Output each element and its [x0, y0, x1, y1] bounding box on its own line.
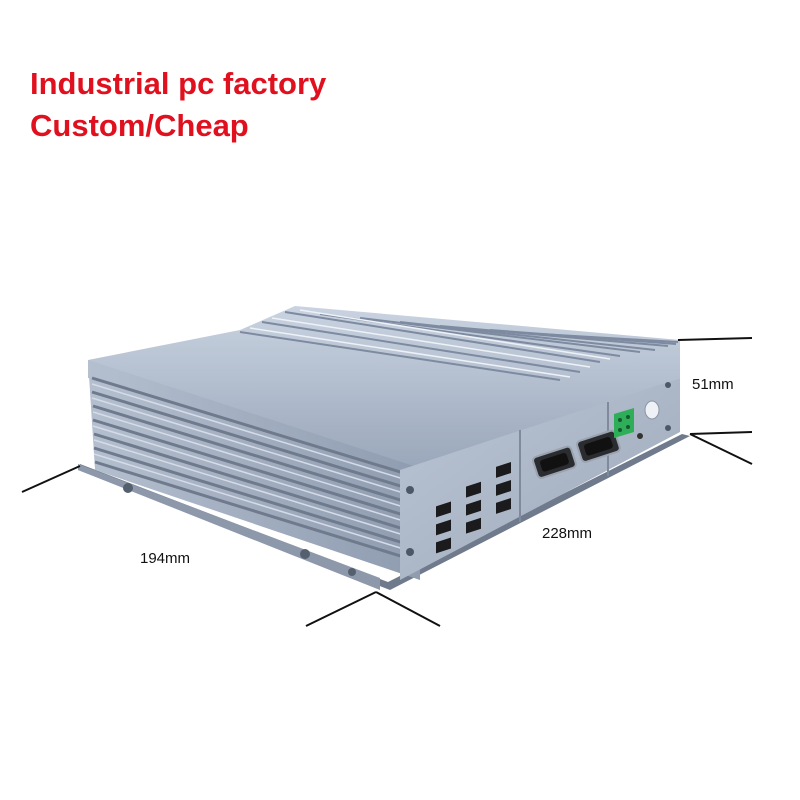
- mounting-plate: [78, 434, 690, 590]
- dimension-height-label: 51mm: [692, 376, 734, 393]
- width-dimension-left: [375, 591, 441, 627]
- height-dimension-bottom: [689, 431, 753, 435]
- dimension-width-label: 228mm: [542, 525, 593, 542]
- headline-line-1: Industrial pc factory: [30, 66, 327, 101]
- screw-icon: [406, 486, 414, 494]
- mounting-hole: [123, 483, 133, 493]
- screw-icon: [665, 382, 671, 388]
- usb-port: [496, 479, 511, 496]
- usb-port: [436, 501, 451, 518]
- led-indicator-icon: [637, 433, 643, 439]
- depth-dimension-left: [21, 465, 81, 493]
- headline-line-2: Custom/Cheap: [30, 108, 249, 143]
- screw-icon: [665, 425, 671, 431]
- usb-port-array: [436, 461, 511, 554]
- serial-ports: [532, 429, 621, 479]
- power-button-icon: [644, 400, 660, 420]
- usb-port: [466, 481, 481, 498]
- usb-port: [436, 537, 451, 554]
- depth-dimension-right: [305, 591, 377, 627]
- width-dimension-right: [689, 433, 753, 465]
- usb-port: [466, 499, 481, 516]
- mounting-hole: [348, 568, 356, 576]
- usb-port: [466, 517, 481, 534]
- usb-port: [436, 519, 451, 536]
- dimension-depth-label: 194mm: [140, 550, 191, 567]
- mounting-hole: [300, 549, 310, 559]
- usb-port: [496, 461, 511, 478]
- chassis-front-fins: [88, 360, 421, 580]
- screw-icon: [406, 548, 414, 556]
- height-dimension-top: [677, 337, 753, 341]
- usb-port: [496, 497, 511, 514]
- dimension-lines: [21, 337, 753, 627]
- power-terminal: [614, 408, 634, 438]
